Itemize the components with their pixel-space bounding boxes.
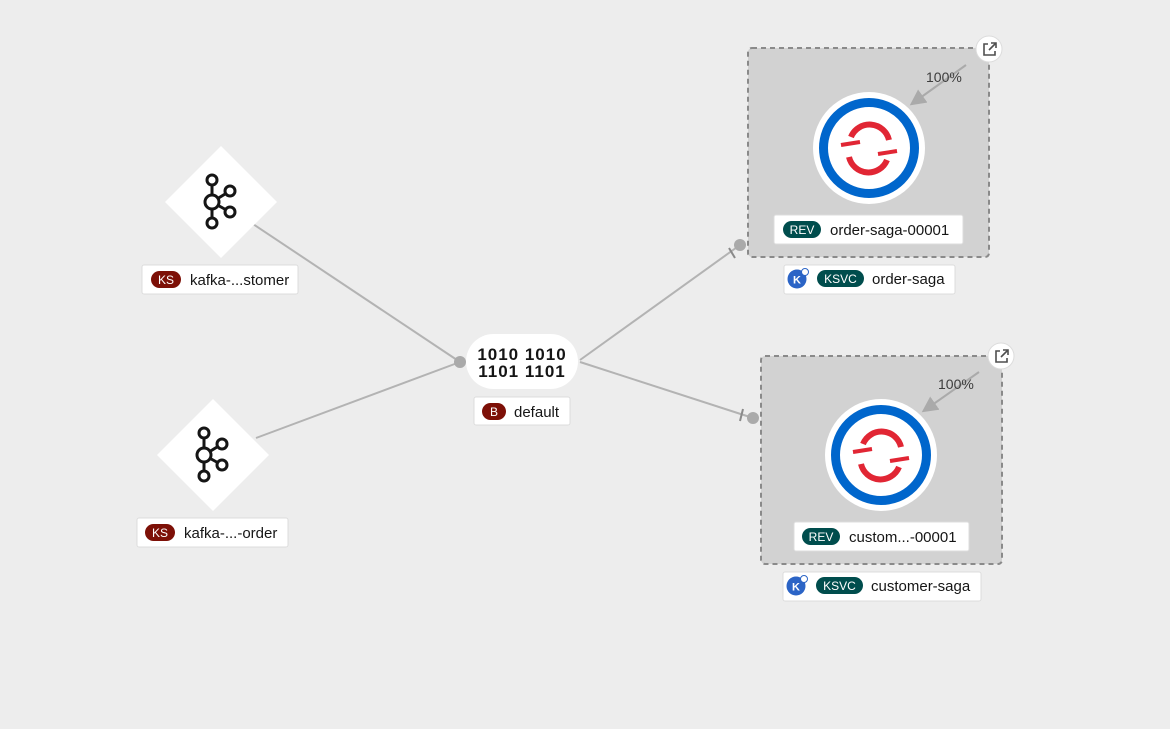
kafka-source-node-customer[interactable] [165,146,277,258]
traffic-arrow [921,371,980,413]
ks-badge: KS [152,526,168,540]
kafka-source-label[interactable]: KS kafka-...-order [136,517,289,548]
kafka-source-name: kafka-...stomer [190,272,289,289]
revision-name: custom...-00001 [849,529,957,546]
svg-text:K: K [793,275,801,287]
kafka-icon [195,426,229,483]
edge-kafka-order-to-broker[interactable] [255,361,461,439]
rev-badge: REV [790,223,815,237]
traffic-arrow [909,64,967,106]
service-label[interactable]: K KSVC order-saga [783,264,956,295]
service-label[interactable]: K KSVC customer-saga [782,571,982,602]
traffic-percentage: 100% [926,69,962,85]
revision-label[interactable]: REV custom...-00001 [793,521,970,552]
kafka-source-node-order[interactable] [157,399,269,511]
external-link-icon [983,42,997,56]
openshift-icon [852,428,910,483]
edge-target-anchor [734,239,746,251]
knative-icon: K [787,268,809,289]
knative-icon: K [786,575,808,596]
revision-node[interactable] [825,399,937,511]
edge-tick [728,247,736,259]
service-name: order-saga [872,271,945,288]
ksvc-badge: KSVC [824,272,857,286]
ks-badge: KS [158,273,174,287]
edge-source-anchor [454,356,466,368]
svg-text:1101 1101: 1101 1101 [478,362,565,381]
broker-name: default [514,404,560,421]
svg-text:K: K [792,582,800,594]
rev-badge: REV [809,530,834,544]
binary-icon: 1010 1010 1101 1101 [477,345,566,381]
edge-target-anchor [747,412,759,424]
revision-label[interactable]: REV order-saga-00001 [773,214,964,245]
kafka-icon [203,173,237,230]
broker-node[interactable]: 1010 1010 1101 1101 [466,334,578,389]
external-link-icon [995,349,1009,363]
open-url-button[interactable] [975,35,1003,63]
service-name: customer-saga [871,578,971,595]
edge-broker-to-customer-saga[interactable] [579,361,754,419]
edge-kafka-customer-to-broker[interactable] [252,223,461,363]
edge-tick [739,408,744,422]
ksvc-badge: KSVC [823,579,856,593]
revision-name: order-saga-00001 [830,222,949,239]
broker-label[interactable]: B default [473,396,571,426]
traffic-percentage: 100% [938,376,974,392]
revision-node[interactable] [813,92,925,204]
openshift-icon [840,121,898,176]
edge-broker-to-order-saga[interactable] [579,244,741,361]
broker-badge: B [490,405,498,419]
svg-text:1010 1010: 1010 1010 [477,345,566,364]
open-url-button[interactable] [987,342,1015,370]
kafka-source-label[interactable]: KS kafka-...stomer [141,264,299,295]
kafka-source-name: kafka-...-order [184,525,277,542]
